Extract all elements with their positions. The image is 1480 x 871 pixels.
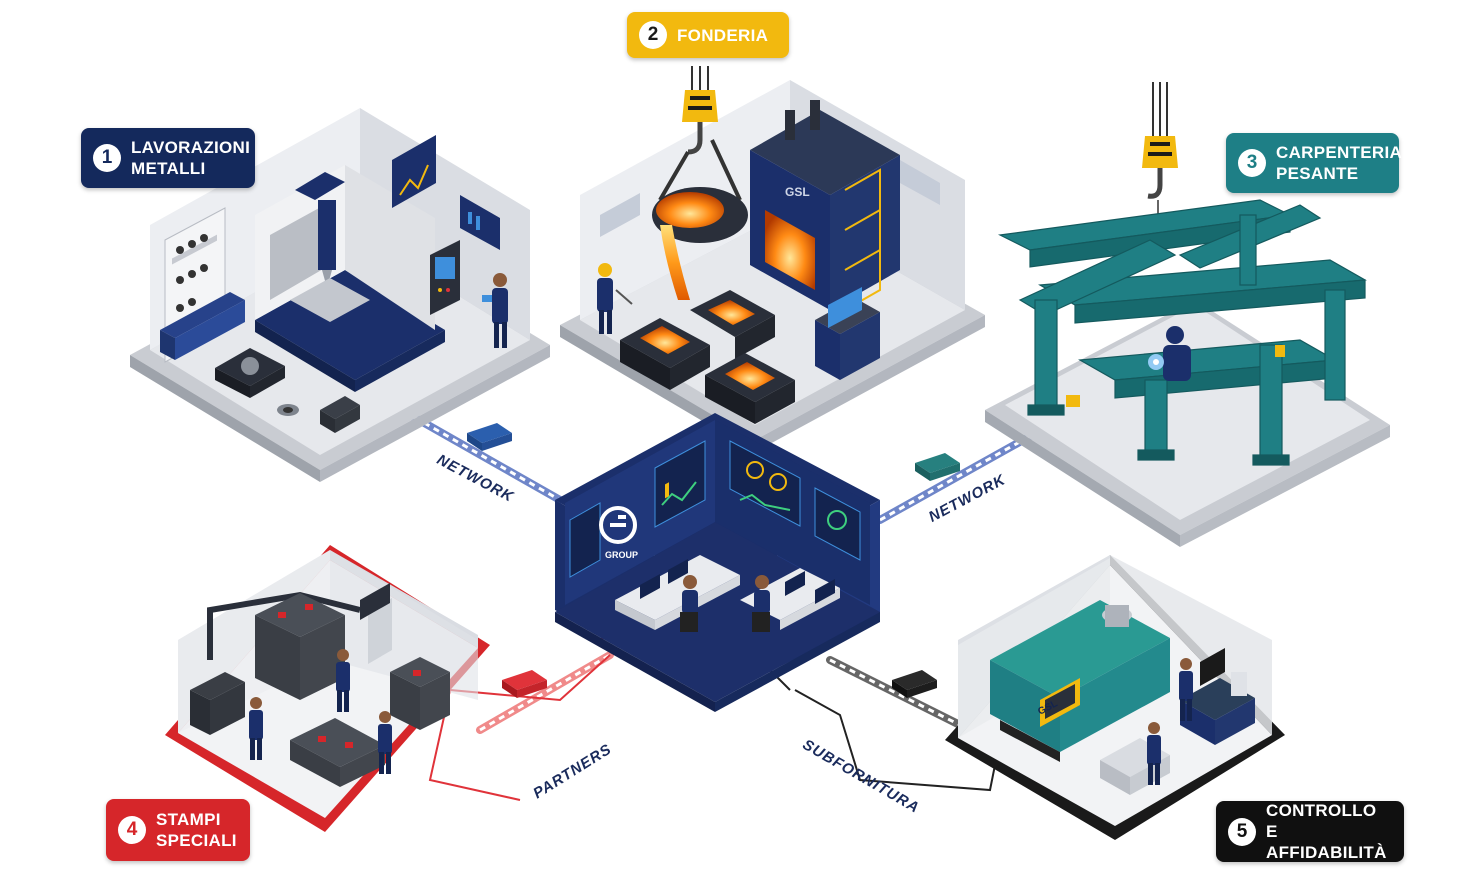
network-link-left (401, 408, 564, 504)
cnc-machine (255, 165, 460, 392)
steel-frame (997, 199, 1367, 466)
workers-module-5 (1147, 658, 1193, 785)
badge-number: 1 (93, 144, 121, 172)
worker-module-1 (482, 273, 508, 348)
group-logo: GROUP (599, 506, 638, 560)
operator-desks (615, 555, 840, 632)
furnace-brand-text: GSL (785, 185, 810, 199)
injection-press: GSL (990, 600, 1170, 762)
die-blocks (190, 593, 450, 787)
badge-fonderia: 2 FONDERIA (627, 12, 789, 58)
machined-parts (215, 348, 360, 433)
module-stampi-speciali (165, 545, 490, 832)
badge-number: 4 (118, 816, 146, 844)
doorway (368, 598, 392, 664)
subfornitura-link (794, 656, 1001, 792)
clamp (1066, 395, 1080, 407)
wall-panel (360, 583, 390, 620)
fonderia-control-panel (815, 287, 880, 380)
welder-worker (1148, 326, 1191, 381)
clamp (1275, 345, 1285, 357)
module-fonderia: GSL (560, 66, 985, 452)
central-control-hub: GROUP (555, 413, 880, 712)
badge-number: 5 (1228, 817, 1256, 846)
ladle (652, 187, 748, 300)
casting-molds (620, 290, 795, 424)
workers-module-4 (249, 649, 392, 774)
crane-hook-carpenteria (1142, 82, 1178, 240)
partners-link (428, 651, 614, 801)
badge-number: 2 (639, 21, 667, 49)
badge-label: FONDERIA (677, 25, 769, 45)
module-carpenteria-pesante (985, 82, 1390, 547)
crane-hook-fonderia (658, 66, 742, 202)
module-lavorazioni-metalli (130, 108, 550, 482)
hub-screens (569, 440, 861, 578)
wall-screens (392, 135, 500, 250)
worker-module-2 (597, 263, 633, 334)
group-logo-text: GROUP (605, 550, 638, 560)
module-controllo-affidabilita: GSL (945, 555, 1285, 840)
badge-number: 3 (1238, 149, 1266, 177)
furnace: GSL (750, 100, 900, 311)
tool-shelf (160, 207, 245, 363)
